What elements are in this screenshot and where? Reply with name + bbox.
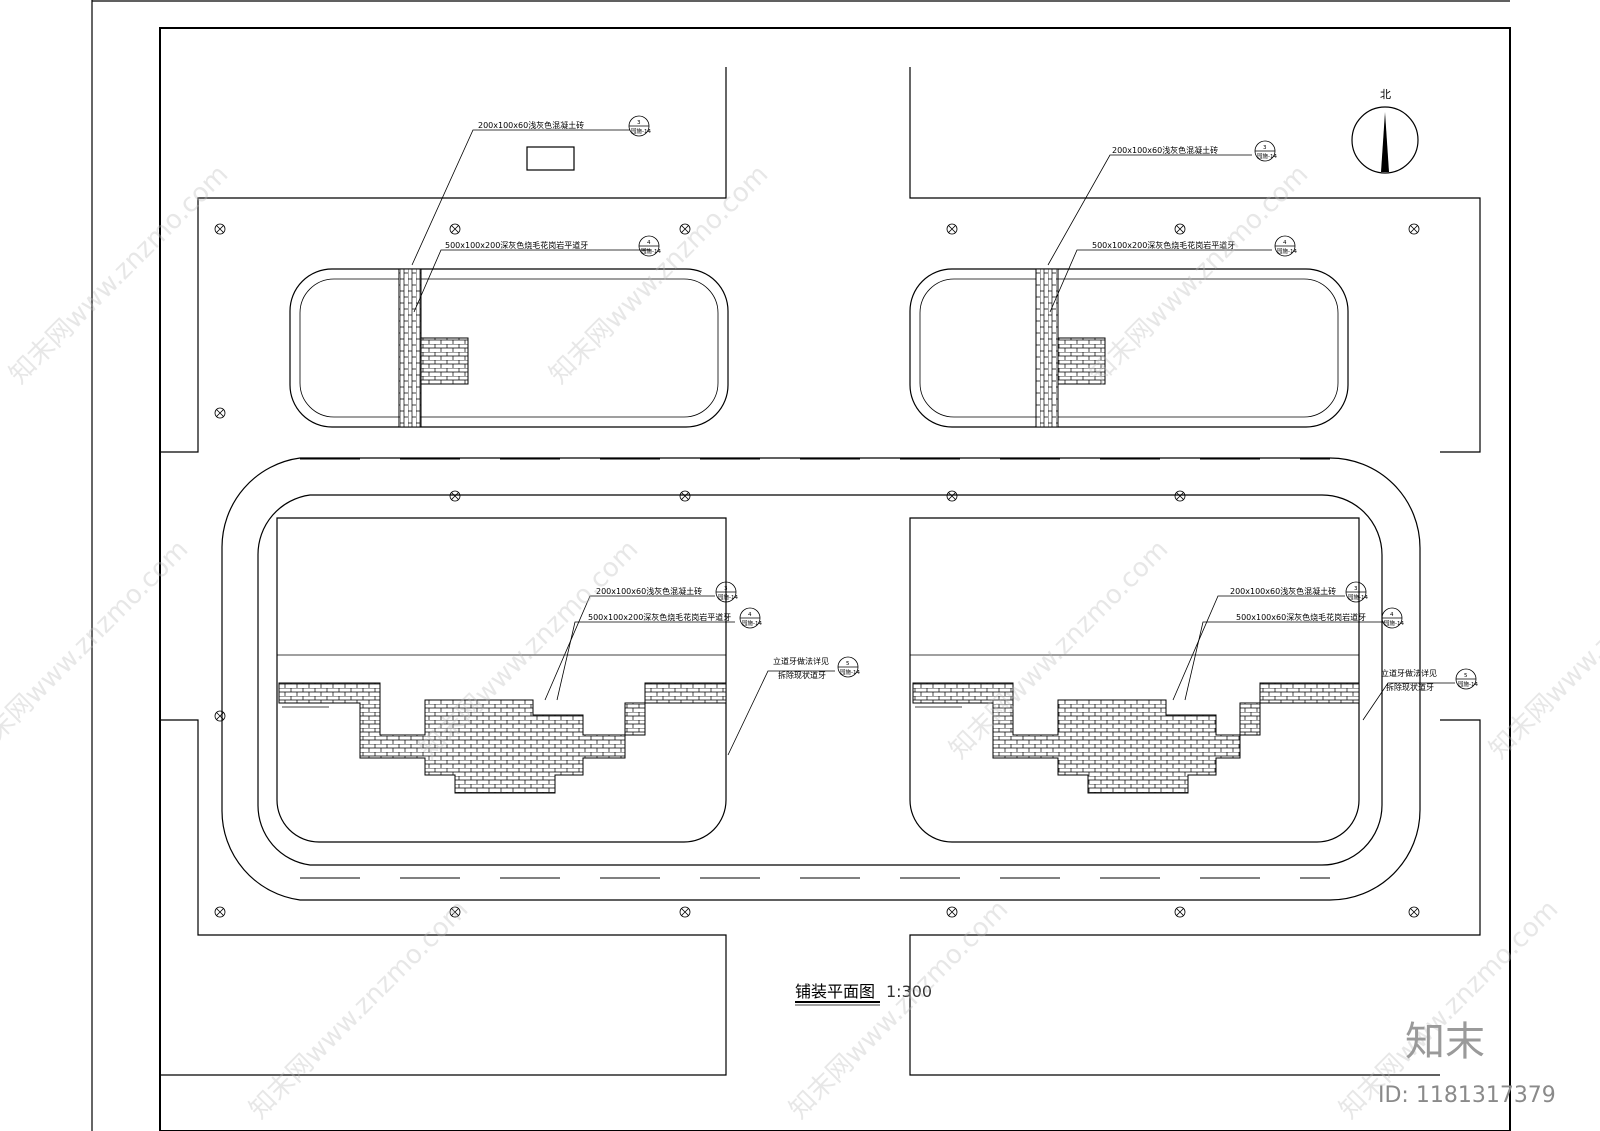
callout-bottom-right: 200x100x60浅灰色混凝土砖 500x100x60深灰色烧毛花岗岩道牙 立… xyxy=(1172,581,1478,721)
watermark-text: 知末网www.znzmo.com xyxy=(0,534,194,765)
ref-4: 4 xyxy=(647,240,651,246)
callout-curb: 500x100x200深灰色烧毛花岗岩平道牙 xyxy=(588,612,731,622)
north-label: 北 xyxy=(1380,88,1391,101)
lamp-cross-icon xyxy=(216,409,224,417)
lamp-cross-icon xyxy=(948,492,956,500)
watermark-text: 知末网www.znzmo.com xyxy=(4,159,235,390)
ref-4: 4 xyxy=(1390,612,1394,618)
sheet-ref: 园施-14 xyxy=(840,668,860,676)
callout-concrete-brick: 200x100x60浅灰色混凝土砖 xyxy=(596,586,702,596)
ref-5: 5 xyxy=(1464,673,1468,679)
sheet-ref: 园施-14 xyxy=(1458,680,1478,688)
sheet-ref: 园施-14 xyxy=(641,247,661,255)
sheet-ref: 园施-14 xyxy=(742,619,762,627)
watermark-layer: 知末网www.znzmo.com 知末网www.znzmo.com 知末网www… xyxy=(0,159,1600,1125)
small-rect-structure xyxy=(526,146,575,171)
callout-curb: 500x100x200深灰色烧毛花岗岩平道牙 xyxy=(445,240,588,250)
callout-concrete-brick: 200x100x60浅灰色混凝土砖 xyxy=(1112,145,1218,155)
site-boundary xyxy=(160,67,1481,1076)
watermark-id: ID: 1181317379 xyxy=(1378,1083,1556,1108)
drawing-title: 铺装平面图 xyxy=(795,982,875,1001)
lamp-cross-icon xyxy=(216,908,224,916)
lamp-icon xyxy=(449,490,461,502)
sheet-ref: 园施-14 xyxy=(1348,593,1368,601)
watermark-text: 知末网www.znzmo.com xyxy=(784,894,1015,1125)
lamp-cross-icon xyxy=(451,492,459,500)
lamp-cross-icon xyxy=(1410,908,1418,916)
lamp-icon xyxy=(946,490,958,502)
lamp-cross-icon xyxy=(948,225,956,233)
watermark-text: 知末网www.znzmo.com xyxy=(244,894,475,1125)
lamp-cross-icon xyxy=(1176,225,1184,233)
lamp-cross-icon xyxy=(216,712,224,720)
lamp-cross-icon xyxy=(451,225,459,233)
lamp-icon xyxy=(214,407,226,419)
lamp-icon xyxy=(214,710,226,722)
lamp-cross-icon xyxy=(948,908,956,916)
lamp-cross-icon xyxy=(681,492,689,500)
lamp-icon xyxy=(1174,906,1186,918)
callout-vertical-curb-2: 拆除现状道牙 xyxy=(1386,682,1434,692)
lamp-icon xyxy=(679,223,691,235)
ref-3: 3 xyxy=(724,586,728,592)
lamp-icon xyxy=(946,223,958,235)
ref-3: 3 xyxy=(637,120,641,126)
lamp-cross-icon xyxy=(1410,225,1418,233)
callout-top-left: 200x100x60浅灰色混凝土砖 500x100x200深灰色烧毛花岗岩平道牙… xyxy=(411,115,661,313)
watermark-text: 知末网www.znzmo.com xyxy=(1084,159,1315,390)
ref-5: 5 xyxy=(846,661,850,667)
ref-3: 3 xyxy=(1263,145,1267,151)
planter-top-right xyxy=(909,268,1349,428)
sheet-ref: 园施-14 xyxy=(1384,619,1404,627)
drawing-title-block: 铺装平面图 1:300 xyxy=(795,982,932,1006)
lamp-cross-icon xyxy=(451,908,459,916)
lamp-cross-icon xyxy=(216,225,224,233)
callout-curb: 500x100x200深灰色烧毛花岗岩平道牙 xyxy=(1092,240,1235,250)
lamp-cross-icon xyxy=(1176,492,1184,500)
north-arrow-icon: 北 xyxy=(1351,88,1419,174)
lamp-icon xyxy=(679,906,691,918)
lamp-cross-icon xyxy=(681,908,689,916)
callout-curb: 500x100x60深灰色烧毛花岗岩道牙 xyxy=(1236,612,1366,622)
lamp-symbols xyxy=(214,223,1420,918)
callout-concrete-brick: 200x100x60浅灰色混凝土砖 xyxy=(1230,586,1336,596)
lamp-icon xyxy=(214,906,226,918)
lamp-icon xyxy=(1174,223,1186,235)
callout-top-right: 200x100x60浅灰色混凝土砖 500x100x200深灰色烧毛花岗岩平道牙… xyxy=(1047,140,1297,313)
ref-4: 4 xyxy=(748,612,752,618)
drawing-scale: 1:300 xyxy=(886,982,932,1001)
lamp-icon xyxy=(679,490,691,502)
callout-vertical-curb-1: 立道牙做法详见 xyxy=(773,656,829,666)
lamp-icon xyxy=(1174,490,1186,502)
sheet-frame xyxy=(91,0,1511,1131)
ref-3: 3 xyxy=(1354,586,1358,592)
lamp-icon xyxy=(1408,223,1420,235)
lamp-icon xyxy=(449,223,461,235)
callout-vertical-curb-1: 立道牙做法详见 xyxy=(1381,668,1437,678)
lamp-icon xyxy=(1408,906,1420,918)
planter-top-left xyxy=(289,268,729,428)
callout-bottom-left: 200x100x60浅灰色混凝土砖 500x100x200深灰色烧毛花岗岩平道牙… xyxy=(544,581,860,756)
sheet-ref: 园施-14 xyxy=(718,593,738,601)
ref-4: 4 xyxy=(1283,240,1287,246)
road-loop xyxy=(221,457,1421,901)
callout-vertical-curb-2: 拆除现状道牙 xyxy=(778,670,826,680)
watermark-text: 知末网www.znzmo.com xyxy=(1484,534,1600,765)
sheet-ref: 园施-14 xyxy=(1277,247,1297,255)
sheet-ref: 园施-14 xyxy=(631,127,651,135)
lamp-icon xyxy=(449,906,461,918)
watermark-brand: 知末 xyxy=(1405,1019,1485,1065)
lamp-icon xyxy=(214,223,226,235)
callout-concrete-brick: 200x100x60浅灰色混凝土砖 xyxy=(478,120,584,130)
lamp-cross-icon xyxy=(681,225,689,233)
lamp-icon xyxy=(946,906,958,918)
sheet-ref: 园施-14 xyxy=(1257,152,1277,160)
courtyard-bottom-left xyxy=(276,517,727,843)
courtyard-bottom-right xyxy=(909,517,1360,843)
lamp-cross-icon xyxy=(1176,908,1184,916)
watermark-text: 知末网www.znzmo.com xyxy=(544,159,775,390)
